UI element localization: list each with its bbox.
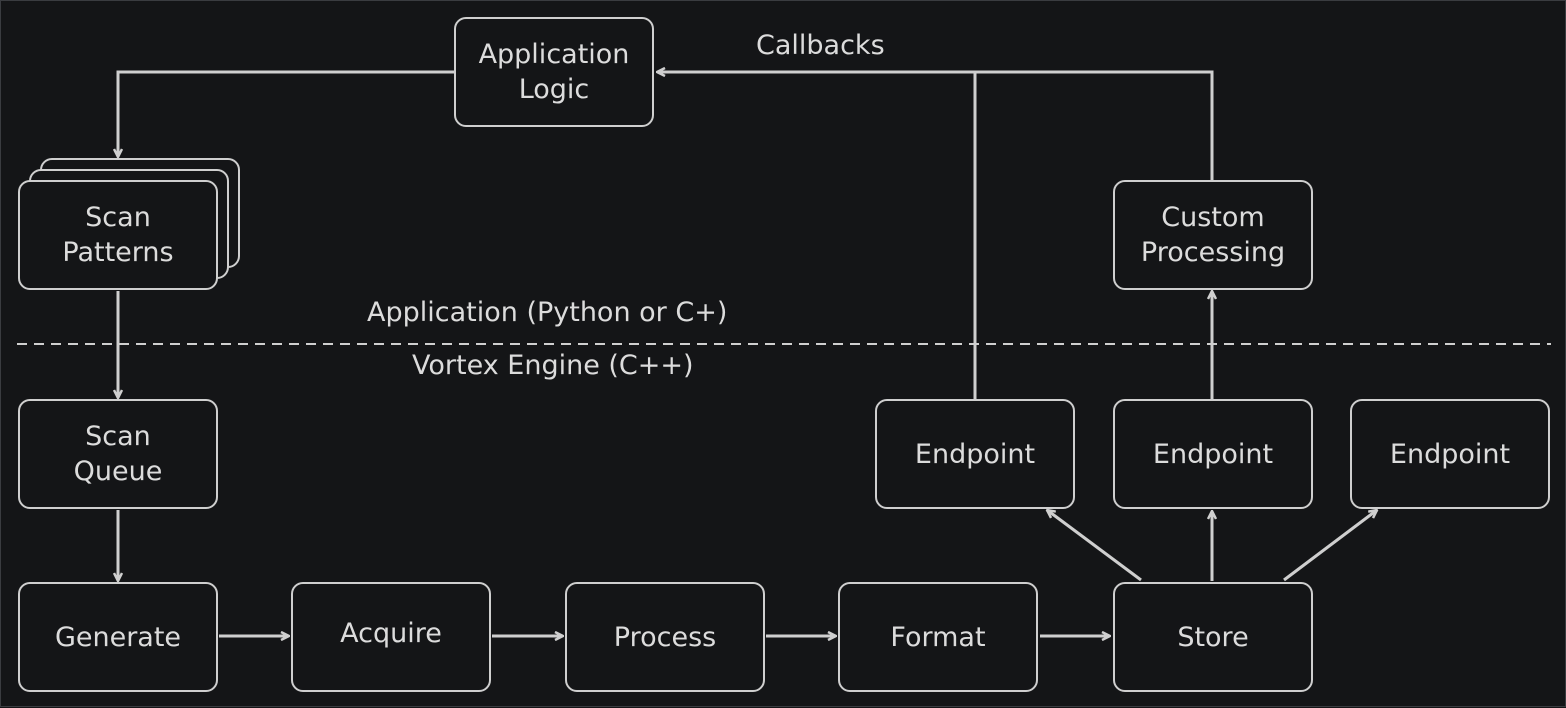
arrow-logic-to-patterns [118, 70, 454, 157]
engine-layer-label: Vortex Engine (C++) [412, 350, 694, 381]
format-node: Format [838, 582, 1038, 692]
process-node: Process [565, 582, 765, 692]
arrow-store-to-endpoint-1 [1047, 510, 1142, 582]
scan-queue-node: Scan Queue [18, 399, 218, 509]
scan-patterns-node: Scan Patterns [18, 180, 218, 290]
acquire-node: Acquire [291, 582, 491, 692]
application-layer-label: Application (Python or C+) [367, 297, 728, 328]
endpoint-node-1: Endpoint [875, 399, 1075, 509]
callbacks-label: Callbacks [756, 30, 885, 61]
endpoint-node-3: Endpoint [1350, 399, 1550, 509]
app-logic-node: Application Logic [454, 17, 654, 127]
endpoint-node-2: Endpoint [1113, 399, 1313, 509]
callback-line-custom [975, 70, 1214, 180]
arrow-store-to-endpoint-3 [1283, 510, 1377, 582]
generate-node: Generate [18, 582, 218, 692]
custom-processing-node: Custom Processing [1113, 180, 1313, 290]
store-node: Store [1113, 582, 1313, 692]
